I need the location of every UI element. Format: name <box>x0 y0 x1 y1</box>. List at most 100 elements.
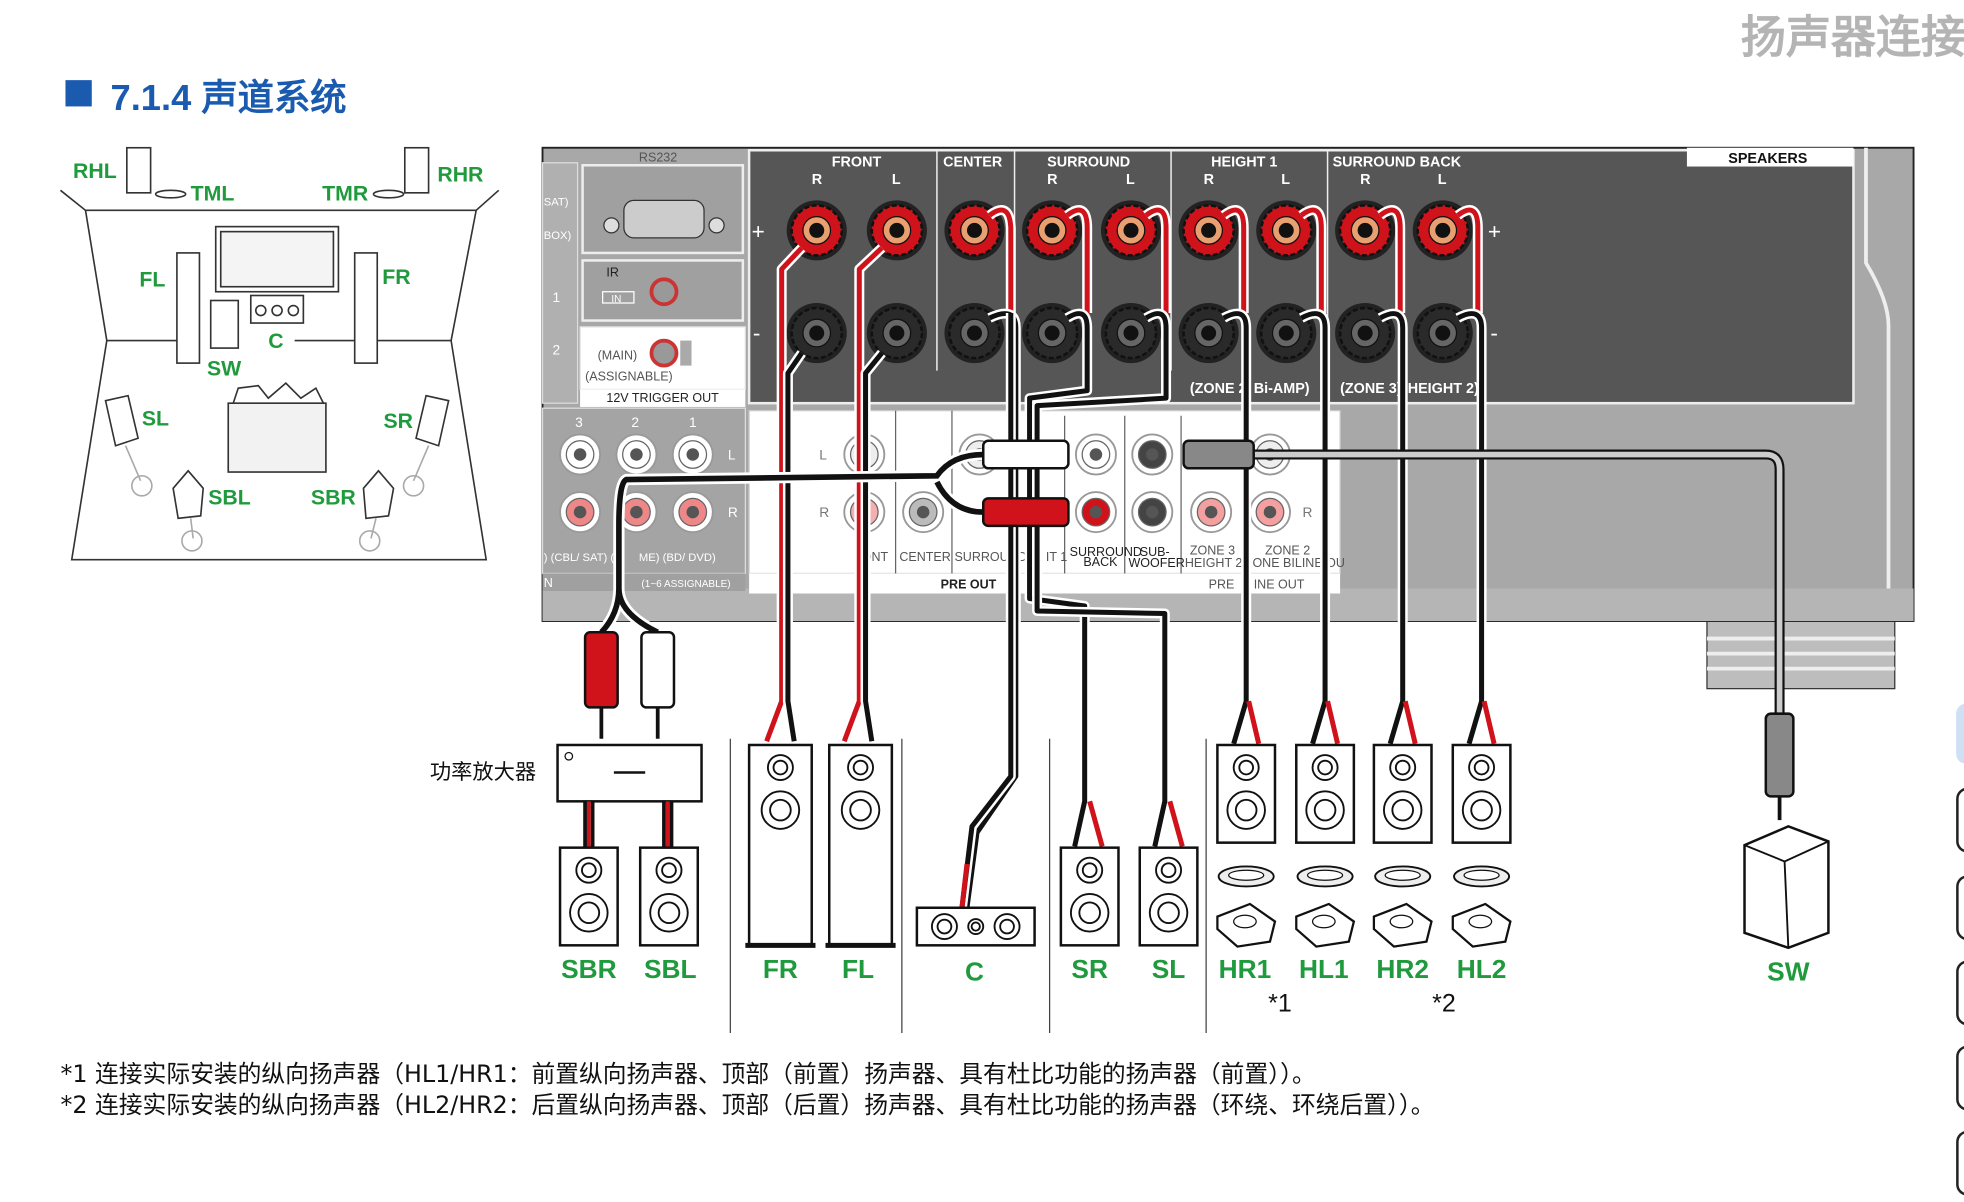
hl2-atmos-module-icon <box>1451 902 1512 948</box>
channel-r-label: R <box>1047 172 1058 188</box>
preout-r-label: R <box>819 505 829 520</box>
ir-in-label: IN <box>611 294 621 305</box>
zone3-preout-label: ZONE 3 <box>1190 544 1235 558</box>
rca-jack[interactable] <box>1074 433 1117 476</box>
trigger-out-label: 12V TRIGGER OUT <box>606 391 719 405</box>
channel-r-label: R <box>1204 172 1215 188</box>
group-label-height1: HEIGHT 1 <box>1211 155 1277 171</box>
rca-jack[interactable] <box>1131 433 1174 476</box>
rs232-port[interactable] <box>623 199 705 239</box>
sl-positive-end <box>1167 800 1185 848</box>
rca-jack[interactable] <box>559 491 602 534</box>
assignable-range-label: (1~6 ASSIGNABLE) <box>641 579 730 590</box>
channel-r-label: R <box>812 172 823 188</box>
channel-l-label: L <box>1126 172 1135 188</box>
preout-l-label: L <box>819 448 827 463</box>
speaker-cables <box>761 205 1497 909</box>
speaker-terminal-positive[interactable] <box>944 200 1005 261</box>
speaker-label-sr: SR <box>1071 954 1108 984</box>
input-names-label-2: ME) (BD/ DVD) <box>639 552 716 564</box>
rca-jack[interactable] <box>1131 491 1174 534</box>
pre-label: PRE <box>1209 577 1235 591</box>
speaker-terminal-positive[interactable] <box>1022 200 1083 261</box>
speaker-label-hr1: HR1 <box>1219 954 1272 984</box>
trigger-out-jack[interactable] <box>649 338 679 368</box>
rca-jack[interactable] <box>671 491 714 534</box>
rca-jack[interactable] <box>671 433 714 476</box>
minus-label-left: - <box>753 321 760 346</box>
box-partial-label: BOX) <box>544 230 572 242</box>
group-label-center: CENTER <box>943 155 1003 171</box>
speaker-terminal-negative[interactable] <box>866 303 927 364</box>
hr2-speaker <box>1372 743 1433 844</box>
trigger-1-label: 1 <box>553 290 561 305</box>
center-positive-wire <box>988 207 1014 314</box>
hr2-atmos-module-icon <box>1372 902 1433 948</box>
input-names-label: ) (CBL/ SAT) ( <box>544 552 615 564</box>
speaker-terminal-negative[interactable] <box>786 303 847 364</box>
channel-l-label: L <box>1281 172 1290 188</box>
hr2-negative-wire <box>1378 311 1406 745</box>
speakers <box>558 743 1830 950</box>
fl-speaker-icon <box>176 252 201 364</box>
subwoofer-speaker <box>1743 825 1830 950</box>
main-label: (MAIN) <box>598 348 638 362</box>
av-receiver-rear-panel: RS232 IR IN 1 2 SAT) BOX) (MAIN) (ASSIGN… <box>541 146 1915 690</box>
preout-surround-back-label-2: BACK <box>1083 555 1118 569</box>
rs232-label: RS232 <box>639 151 677 165</box>
speaker-terminal-positive[interactable] <box>1335 200 1396 261</box>
rhr-speaker-icon <box>403 146 430 194</box>
speaker-terminal-negative[interactable] <box>944 303 1005 364</box>
group-label-surround: SURROUND <box>1047 155 1130 171</box>
input-num-3: 3 <box>575 415 583 430</box>
ir-in-jack[interactable] <box>649 277 679 307</box>
rhl-speaker-icon <box>126 146 152 194</box>
title-bullet-icon <box>65 80 92 107</box>
divider-lines <box>729 738 1207 1033</box>
fr-speaker <box>745 743 816 948</box>
zone2-preout-label: ZONE 2 <box>1265 544 1310 558</box>
sr-positive-end <box>1087 800 1105 848</box>
hr1-negative-wire <box>1222 311 1249 745</box>
footnote-mark-1: *1 <box>1268 990 1292 1018</box>
zone3-label: (ZONE 3) <box>1340 381 1402 397</box>
rca-jack[interactable] <box>615 433 658 476</box>
speaker-label-sw: SW <box>1767 956 1810 986</box>
speaker-terminal-negative[interactable] <box>1022 303 1083 364</box>
input-r-label: R <box>728 505 738 520</box>
speaker-terminal-positive[interactable] <box>786 200 847 261</box>
plus-label-left: + <box>752 219 765 244</box>
hl2-negative-wire <box>1456 311 1485 745</box>
speaker-label-sbr: SBR <box>561 954 617 984</box>
in-partial-label: N <box>544 576 553 590</box>
speaker-label-sl: SL <box>1152 954 1186 984</box>
height2-label: HEIGHT 2) <box>1408 381 1479 397</box>
zone-biline-label: ONE BILINE OU <box>1252 556 1345 570</box>
sbl-speaker-icon <box>172 469 205 520</box>
room-label-tml: TML <box>191 181 235 205</box>
page-side-tabs[interactable] <box>1956 703 1964 1196</box>
rca-jack[interactable] <box>615 491 658 534</box>
speaker-terminal-positive[interactable] <box>866 200 927 261</box>
sl-positive-wire <box>1144 207 1169 314</box>
assignable-label: (ASSIGNABLE) <box>585 370 673 384</box>
fl-negative-wire <box>863 351 884 742</box>
sr-speaker-icon <box>415 394 450 447</box>
fr-positive-wire <box>764 246 804 743</box>
speaker-label-sbl: SBL <box>644 954 697 984</box>
speaker-terminal-positive[interactable] <box>1256 200 1317 261</box>
group-label-speakers: SPEAKERS <box>1728 151 1807 167</box>
rca-jack[interactable] <box>1190 491 1233 534</box>
sr-negative-wire <box>1027 311 1090 847</box>
amplifier-label: 功率放大器 <box>430 760 536 785</box>
zone2-label: (ZONE 2 <box>1190 381 1247 397</box>
rca-jack[interactable] <box>559 433 602 476</box>
rca-jack[interactable] <box>1074 491 1117 534</box>
rca-jack[interactable] <box>902 491 945 534</box>
sr-speaker <box>1059 846 1120 947</box>
rca-jack[interactable] <box>1249 491 1291 534</box>
input-num-2: 2 <box>631 415 639 430</box>
sr-positive-wire <box>1065 207 1090 314</box>
hr1-positive-wire <box>1222 207 1247 314</box>
footnote-1: *1 连接实际安装的纵向扬声器（HL1/HR1：前置纵向扬声器、顶部（前置）扬声… <box>60 1060 1315 1088</box>
